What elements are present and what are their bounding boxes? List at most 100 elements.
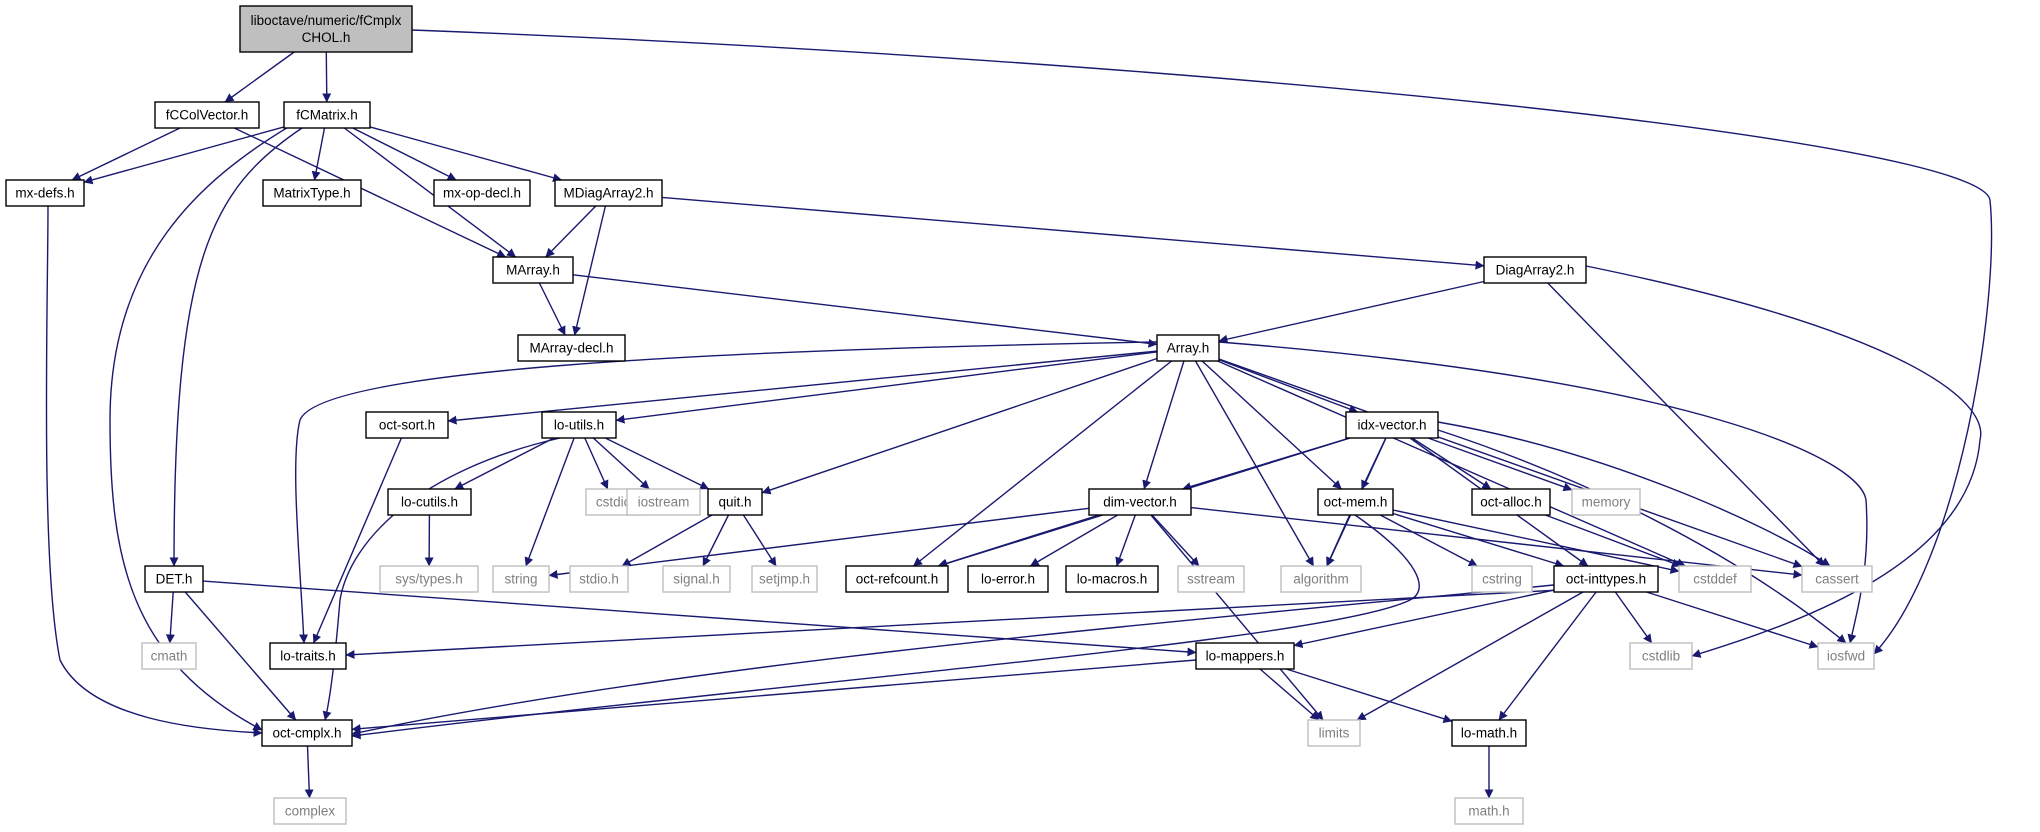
edge-fCMatrix-to-mx_defs (83, 126, 285, 185)
node-oct_refcount[interactable]: oct-refcount.h (845, 565, 949, 593)
node-lo_mappers[interactable]: lo-mappers.h (1195, 642, 1295, 670)
node-memory: memory (1571, 488, 1641, 516)
node-box (751, 565, 818, 593)
node-box (273, 797, 347, 825)
edge-MArray-to-MArray_decl (538, 282, 566, 336)
node-label: signal.h (673, 572, 720, 587)
edge-idx_vector-to-dim_vector (1182, 437, 1350, 491)
edge-idx_vector-to-cassert (1437, 421, 1831, 567)
node-label: CHOL.h (302, 30, 351, 45)
node-lo_utils[interactable]: lo-utils.h (541, 411, 617, 439)
node-oct_alloc[interactable]: oct-alloc.h (1471, 488, 1551, 516)
edge-lo_utils-to-iostream (592, 437, 650, 490)
node-complex: complex (273, 797, 347, 825)
node-Array[interactable]: Array.h (1156, 334, 1220, 362)
node-label: quit.h (718, 495, 751, 510)
node-box (262, 179, 362, 207)
node-box (1177, 565, 1245, 593)
node-MDiagArray2[interactable]: MDiagArray2.h (554, 179, 663, 207)
node-label: cstdio (596, 495, 631, 510)
node-box (433, 179, 531, 207)
edge-Array-to-oct_sort (447, 350, 1158, 425)
node-label: oct-inttypes.h (1566, 572, 1646, 587)
node-fCColVector[interactable]: fCColVector.h (154, 101, 260, 129)
node-DiagArray2[interactable]: DiagArray2.h (1483, 256, 1587, 284)
edge-root-to-fCMatrix (322, 51, 332, 103)
node-MArray_decl[interactable]: MArray-decl.h (517, 334, 626, 362)
node-algorithm: algorithm (1280, 565, 1362, 593)
node-lo_error[interactable]: lo-error.h (967, 565, 1049, 593)
edge-MDiagArray2-to-MArray (545, 205, 597, 258)
edge-lo_utils-to-cstdio (584, 437, 609, 490)
edge-idx_vector-to-oct_mem (1361, 437, 1387, 490)
node-box (269, 642, 347, 670)
edge-fCMatrix-to-DET (169, 127, 303, 567)
node-lo_cutils[interactable]: lo-cutils.h (387, 488, 472, 516)
edge-quit-to-stdio (621, 514, 713, 567)
node-mx_defs[interactable]: mx-defs.h (5, 179, 85, 207)
node-box (1817, 642, 1875, 670)
node-lo_traits[interactable]: lo-traits.h (269, 642, 347, 670)
node-quit[interactable]: quit.h (707, 488, 763, 516)
node-label: DET.h (156, 572, 193, 587)
node-box (283, 101, 371, 129)
node-box (554, 179, 663, 207)
node-fCMatrix[interactable]: fCMatrix.h (283, 101, 371, 129)
node-label: DiagArray2.h (1496, 263, 1575, 278)
node-label: algorithm (1293, 572, 1349, 587)
node-cstring: cstring (1471, 565, 1533, 593)
edge-Array-to-lo_traits (295, 341, 1158, 644)
edge-lo_mappers-to-lo_math (1285, 668, 1453, 724)
node-label: memory (1582, 495, 1631, 510)
node-oct_inttypes[interactable]: oct-inttypes.h (1553, 565, 1659, 593)
node-label: MArray-decl.h (529, 341, 613, 356)
node-oct_mem[interactable]: oct-mem.h (1317, 488, 1394, 516)
edge-fCMatrix-to-oct_cmplx (109, 125, 291, 731)
edge-oct_inttypes-to-cstdlib (1614, 591, 1653, 644)
node-mx_op_decl[interactable]: mx-op-decl.h (433, 179, 531, 207)
node-DET[interactable]: DET.h (144, 565, 204, 593)
node-oct_cmplx[interactable]: oct-cmplx.h (261, 719, 353, 747)
node-MatrixType[interactable]: MatrixType.h (262, 179, 362, 207)
node-label: sstream (1187, 572, 1235, 587)
node-MArray[interactable]: MArray.h (492, 256, 574, 284)
node-label: setjmp.h (759, 572, 810, 587)
edge-oct_mem-to-oct_inttypes (1392, 512, 1565, 568)
node-box (541, 411, 617, 439)
edge-oct_inttypes-to-limits (1356, 591, 1584, 721)
edge-oct_inttypes-to-lo_math (1498, 591, 1597, 721)
edge-lo_utils-to-quit (604, 437, 710, 490)
node-label: fCColVector.h (166, 108, 249, 123)
node-idx_vector[interactable]: idx-vector.h (1345, 411, 1439, 439)
node-cstdlib: cstdlib (1629, 642, 1693, 670)
node-dim_vector[interactable]: dim-vector.h (1088, 488, 1192, 516)
node-label: lo-traits.h (280, 649, 336, 664)
node-label: dim-vector.h (1103, 495, 1177, 510)
node-iosfwd: iosfwd (1817, 642, 1875, 670)
edge-MArray-to-Array (572, 274, 1158, 348)
node-oct_sort[interactable]: oct-sort.h (365, 411, 449, 439)
edge-MDiagArray2-to-DiagArray2 (661, 196, 1485, 270)
edge-mx_defs-to-oct_cmplx (45, 205, 263, 738)
edge-oct_alloc-to-cstddef (1545, 514, 1682, 568)
node-box (379, 565, 479, 593)
node-label: Array.h (1167, 341, 1210, 356)
node-cassert: cassert (1801, 565, 1873, 593)
node-lo_macros[interactable]: lo-macros.h (1065, 565, 1159, 593)
node-label: stdio.h (579, 572, 619, 587)
edge-DET-to-lo_mappers (202, 580, 1197, 657)
node-box (261, 719, 353, 747)
node-label: MArray.h (506, 263, 560, 278)
node-box (1483, 256, 1587, 284)
node-box (141, 642, 197, 670)
edge-oct_mem-to-cstring (1379, 514, 1478, 567)
edge-oct_inttypes-to-oct_cmplx (351, 584, 1555, 737)
node-sys_types: sys/types.h (379, 565, 479, 593)
edge-oct_sort-to-lo_traits (312, 437, 403, 644)
node-box (492, 256, 574, 284)
node-label: lo-macros.h (1077, 572, 1148, 587)
node-label: MatrixType.h (273, 186, 350, 201)
node-lo_math[interactable]: lo-math.h (1451, 719, 1527, 747)
